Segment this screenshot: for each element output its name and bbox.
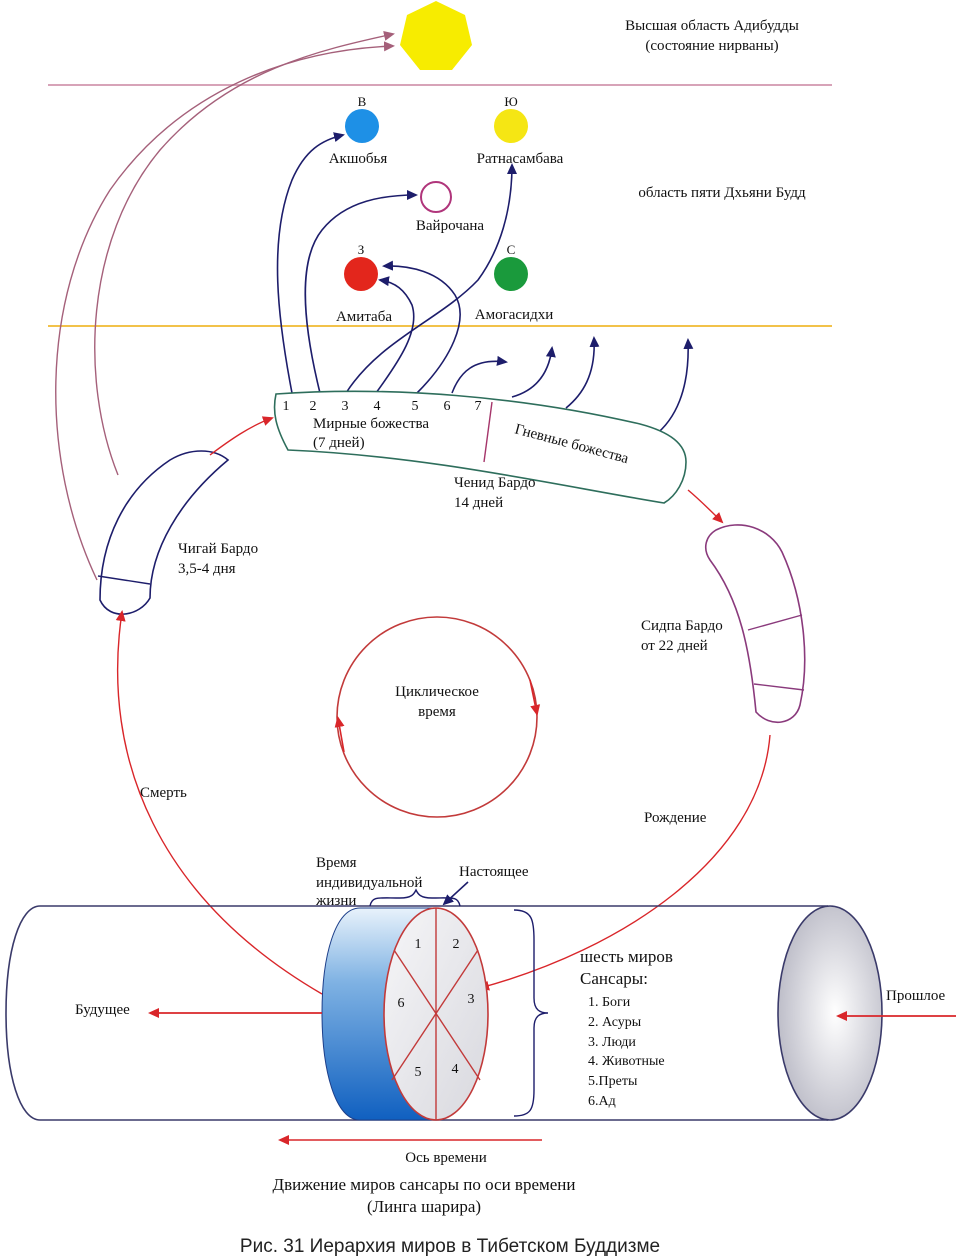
chenid-number: 7 [475,399,482,414]
arrow-upward-6 [451,355,508,394]
present-label: Настоящее [459,864,529,880]
sidpa-bardo-name: Сидпа Бардо [641,618,723,634]
death-arrow [115,610,323,995]
chenid-divider [483,401,493,463]
chenid-number: 5 [412,399,419,414]
sidpa-bardo-band [704,524,806,724]
disk-sector-number: 4 [452,1062,459,1077]
future-label: Будущее [75,1002,130,1018]
amoghasiddhi-label: Амогасидхи [475,307,553,323]
cyclic-time-arrow-left [334,716,345,753]
disk-sector-number: 2 [453,937,460,952]
disk-sector-number: 1 [415,937,422,952]
chigai-bardo-name: Чигай Бардо [178,541,258,557]
arrow-to-amitabha-2 [382,260,461,394]
chenid-number: 4 [374,399,381,414]
disk-sector-number: 5 [415,1065,422,1080]
chenid-to-sidpa-arrow [687,489,724,524]
chenid-number-row: 1 2 3 4 5 6 7 [283,399,482,414]
amoghasiddhi-circle [494,257,528,291]
chigai-divider [97,575,151,585]
disk-sector-number: 6 [398,996,405,1011]
world-item: 5.Преты [588,1074,638,1089]
chenid-number: 3 [342,399,349,414]
arrow-to-akshobhya [276,132,345,394]
chenid-number: 2 [310,399,317,414]
chenid-number: 1 [283,399,290,414]
amitabha-label: Амитаба [336,309,392,325]
world-item: 4. Животные [588,1054,665,1069]
amoghasiddhi-direction-letter: С [507,242,516,257]
chenid-bardo-name: Ченид Бардо [454,475,536,491]
time-axis-label: Ось времени [405,1150,487,1166]
lifetime-label-3: жизни [315,893,356,909]
peaceful-deities-days: (7 дней) [313,435,365,451]
world-item: 2. Асуры [588,1015,642,1030]
chigai-bardo-days: 3,5-4 дня [178,561,236,577]
chigai-arrow-to-adibuddha-1 [94,31,395,476]
chigai-to-chenid-arrow [209,416,274,456]
chigai-arrow-to-adibuddha-2 [55,41,395,581]
chigai-bardo-band [99,450,230,615]
arrow-upward-7 [511,346,556,398]
disk-sector-number: 3 [468,992,475,1007]
birth-label: Рождение [644,810,707,826]
vairochana-circle [420,181,452,213]
lifetime-label-1: Время [316,855,357,871]
ratnasambhava-direction-letter: Ю [504,94,517,109]
sidpa-divider-2 [753,683,805,691]
six-worlds-brace [513,909,549,1117]
past-end-ellipse [777,905,883,1121]
world-item: 3. Люди [588,1035,636,1050]
disk-sector-line [393,949,481,1081]
akshobhya-circle [345,109,379,143]
vairochana-label: Вайрочана [416,218,485,234]
world-item: 1. Боги [588,995,631,1010]
akshobhya-label: Акшобья [329,151,388,167]
adibuddha-title: Высшая область Адибудды [625,18,799,34]
figure-caption: Рис. 31 Иерархия миров в Тибетском Будди… [240,1236,660,1257]
lifetime-label-2: индивидуальной [316,875,422,891]
arrow-to-ratnasambhava [345,163,517,394]
arrow-upward-8 [565,336,600,409]
ratnasambhava-label: Ратнасамбава [477,151,564,167]
sidpa-bardo-days: от 22 дней [641,638,708,654]
cyclic-time-label: Циклическое [395,684,479,700]
samsara-movement-label: Движение миров сансары по оси времени [272,1175,575,1194]
chenid-bardo-days: 14 дней [454,495,503,511]
cyclic-time-arrow-right [529,679,541,716]
akshobhya-direction-letter: В [358,94,367,109]
six-worlds-title-2: Сансары: [580,969,648,988]
birth-arrow [478,734,771,991]
death-label: Смерть [140,785,187,801]
disk-sector-line [391,949,479,1081]
amitabha-direction-letter: З [358,242,365,257]
disk-sector-lines [391,908,481,1120]
past-label: Прошлое [886,988,946,1004]
lifetime-brace [369,888,461,907]
six-worlds-title: шесть миров [580,947,673,966]
chenid-bardo-band [273,390,687,504]
arrow-to-vairochana [304,190,418,394]
five-buddhas-region-label: область пяти Дхьяни Будд [638,185,806,201]
adibuddha-subtitle: (состояние нирваны) [645,38,778,54]
arrow-upward-9 [653,338,694,437]
peaceful-deities-label: Мирные божества [313,416,429,432]
present-arrow [442,881,469,906]
ratnasambhava-circle [494,109,528,143]
cyclic-time-label-2: время [418,704,456,720]
amitabha-circle [344,257,378,291]
linga-sharira-label: (Линга шарира) [367,1197,481,1216]
chenid-number: 6 [444,399,451,414]
arrow-to-amitabha-1 [375,276,415,394]
sidpa-divider-1 [747,614,803,631]
adibuddha-heptagon [400,1,472,70]
world-item: 6.Ад [588,1094,616,1109]
